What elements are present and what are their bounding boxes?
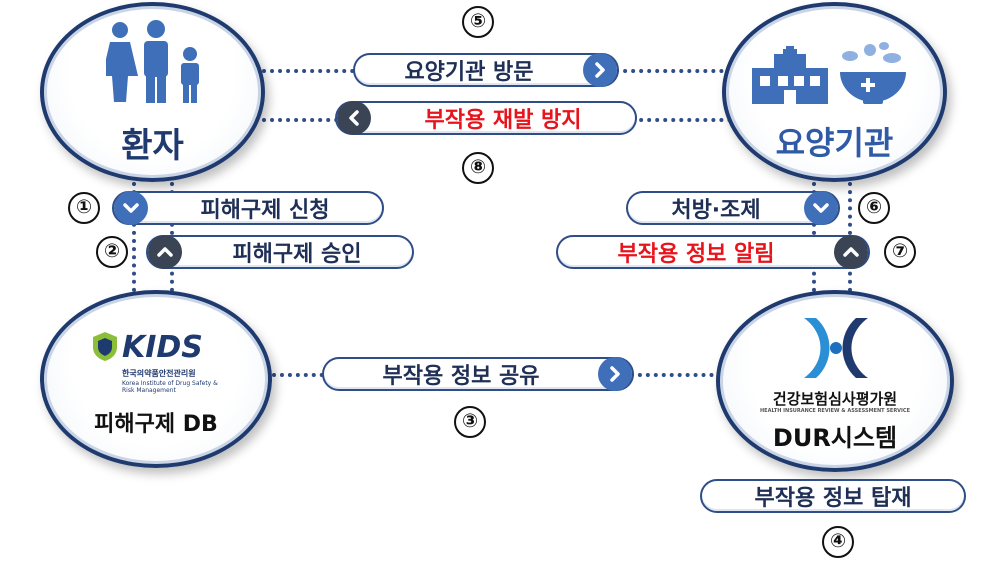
kids-label: 피해구제 DB [94,412,218,437]
chevron-up-icon [148,235,182,269]
step-5-label: 요양기관 방문 [404,60,534,85]
step-3-pill: 부작용 정보 공유 [322,357,634,391]
step-6-label: 처방·조제 [671,198,761,223]
step-7-pill: 부작용 정보 알림 [556,235,870,269]
step-5-pill: 요양기관 방문 [353,53,619,87]
dur-label: DUR시스템 [772,424,898,452]
step-3-label: 부작용 정보 공유 [382,364,540,389]
step-4-label: 부작용 정보 탑재 [754,486,912,511]
step-6-number: ⑥ [858,192,890,224]
step-2-number: ② [96,236,128,268]
chevron-right-icon [598,357,632,391]
patient-node: 환자 [40,2,265,182]
dur-logo-subtitle: HEALTH INSURANCE REVIEW & ASSESSMENT SER… [759,408,911,414]
step-1-label: 피해구제 신청 [200,198,330,223]
patient-label: 환자 [121,126,184,166]
dur-node: 건강보험심사평가원 HEALTH INSURANCE REVIEW & ASSE… [716,290,954,472]
medicine-bowl-icon [840,42,906,104]
clinic-label: 요양기관 [775,124,894,162]
step-1-number: ① [68,192,100,224]
chevron-up-icon [834,235,868,269]
step-8-label: 부작용 재발 방지 [424,108,582,133]
kids-logo-subtitle-ko: 한국의약품안전관리원 [122,369,196,378]
step-6-pill: 처방·조제 [626,191,840,225]
kids-logo-icon [93,332,117,361]
step-8-number: ⑧ [462,152,494,184]
step-4-pill: 부작용 정보 탑재 [700,479,966,513]
dur-logo-text: 건강보험심사평가원 [772,390,898,408]
chevron-right-icon [583,53,617,87]
clinic-node: 요양기관 [722,2,947,182]
kids-logo-text: KIDS [122,330,203,365]
step-5-number: ⑤ [462,6,494,38]
hospital-icon [752,46,828,104]
kids-node: KIDS 한국의약품안전관리원 Korea Institute of Drug … [40,290,272,468]
step-2-pill: 피해구제 승인 [146,235,414,269]
step-4-number: ④ [822,526,854,558]
hira-logo-icon [804,318,868,378]
chevron-left-icon [337,101,371,135]
connector-apply [132,182,136,292]
step-7-label: 부작용 정보 알림 [617,242,775,267]
step-7-number: ⑦ [884,236,916,268]
step-8-pill: 부작용 재발 방지 [335,101,637,135]
kids-logo-subtitle-en: Korea Institute of Drug Safety & Risk Ma… [122,380,218,394]
family-icon [106,20,199,103]
step-3-number: ③ [454,406,486,438]
chevron-down-icon [804,191,838,225]
step-1-pill: 피해구제 신청 [112,191,384,225]
chevron-down-icon [114,191,148,225]
step-2-label: 피해구제 승인 [232,242,362,267]
